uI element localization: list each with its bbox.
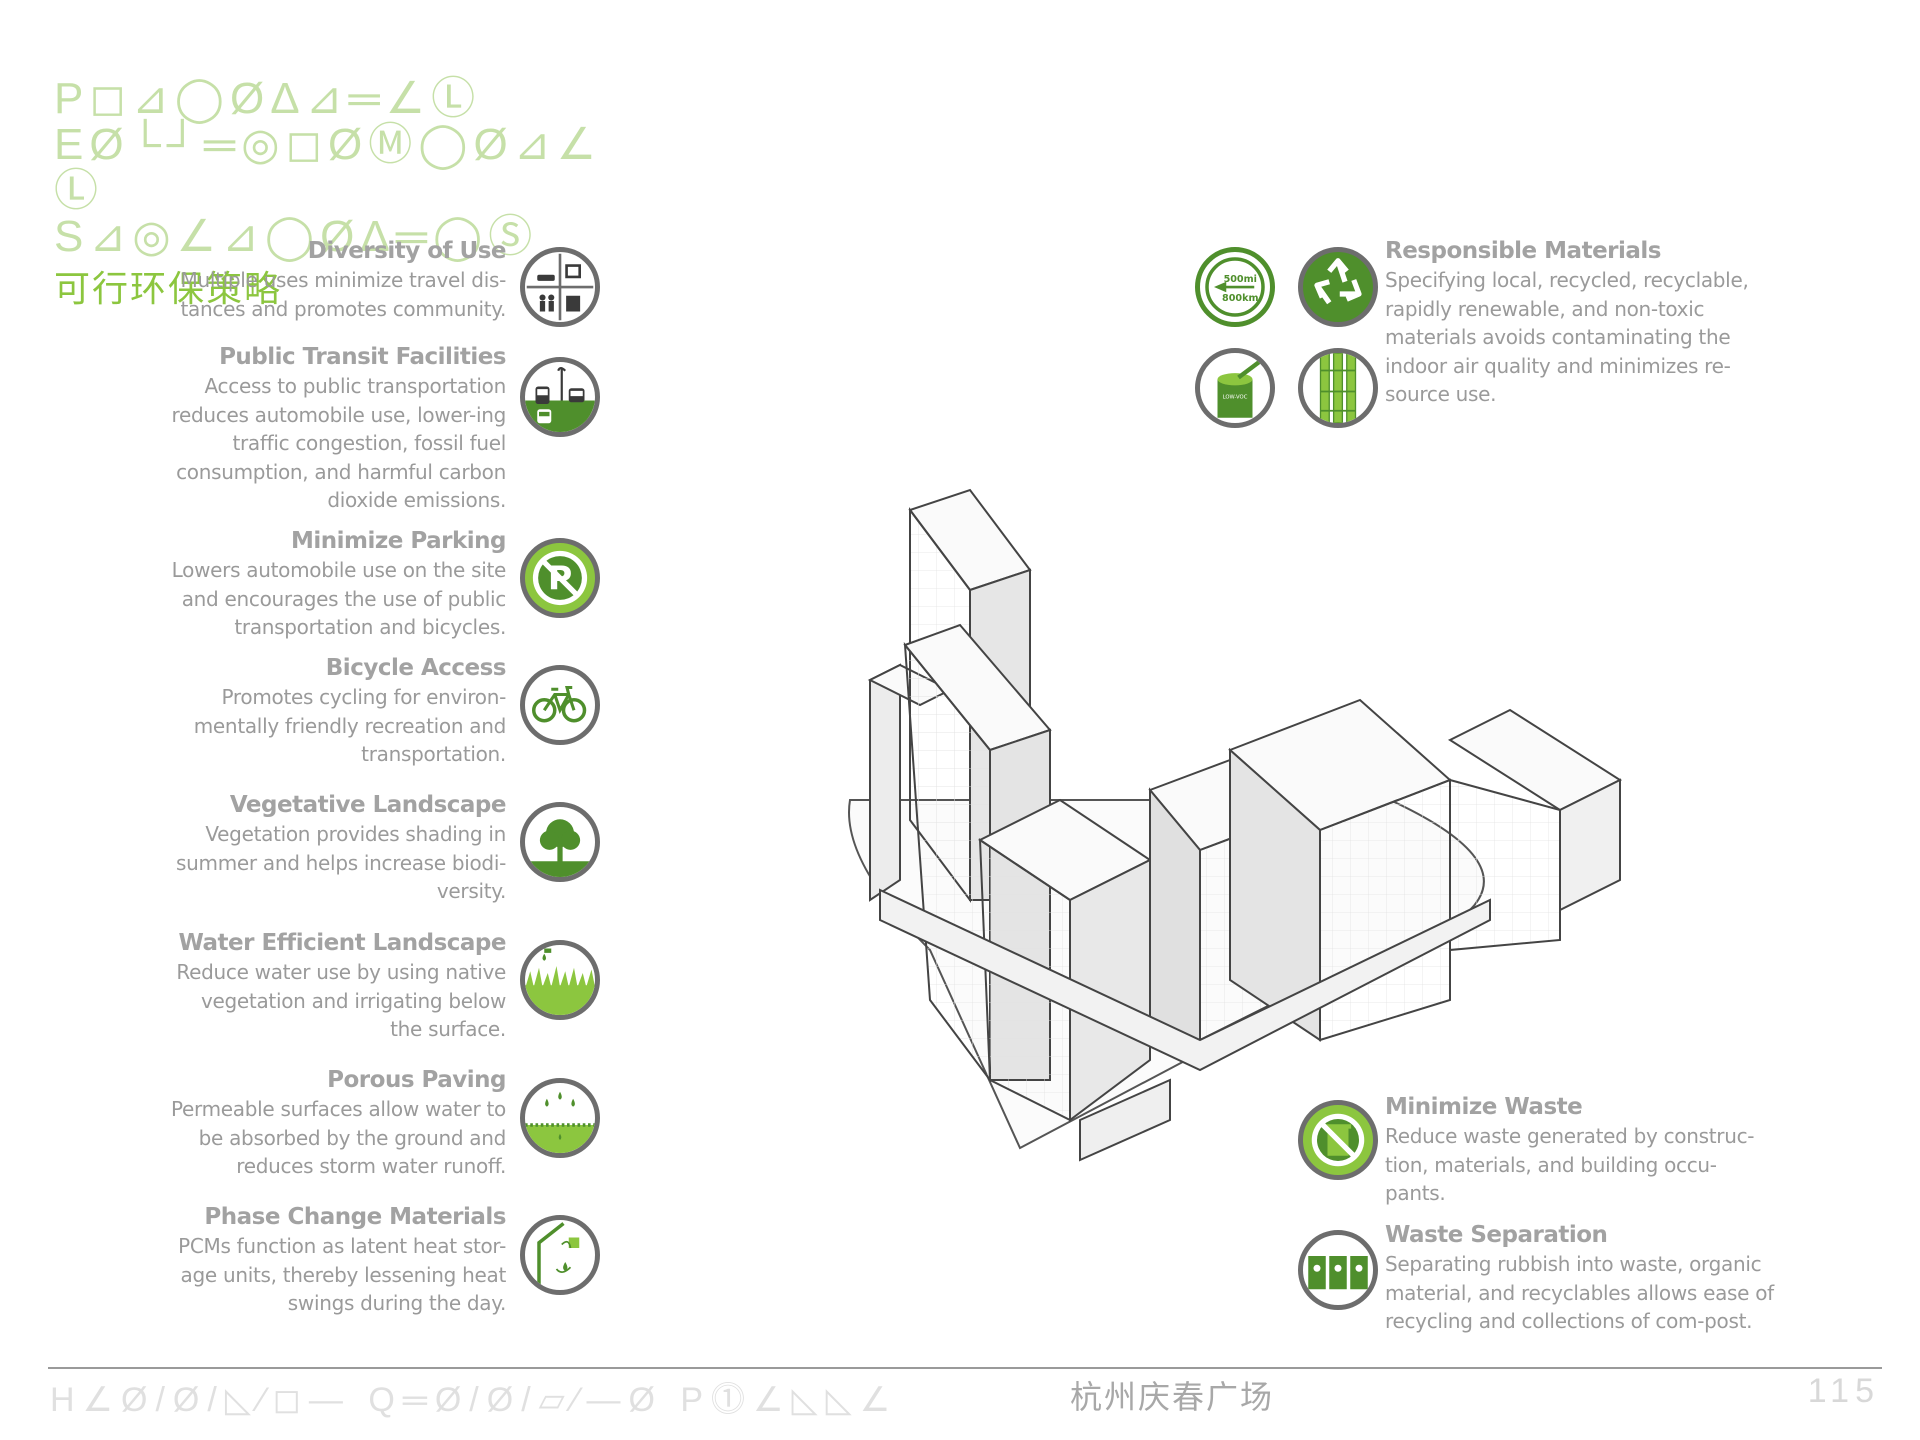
feature-public-transit: Public Transit Facilities Access to publ… xyxy=(168,342,507,515)
feature-desc: Reduce water use by using native vegetat… xyxy=(176,960,506,1041)
page-number: 115 xyxy=(1807,1372,1880,1410)
feature-desc: Vegetation provides shading in summer an… xyxy=(176,822,506,903)
feature-desc: Reduce waste generated by construc-tion,… xyxy=(1385,1124,1755,1205)
title-chinese: 可行环保策略 xyxy=(54,268,283,309)
feature-title: Vegetative Landscape xyxy=(229,792,507,818)
feature-title: Porous Paving xyxy=(327,1067,506,1093)
low-voc-paint-icon: LOW-VOC xyxy=(1195,348,1275,428)
transit-icon xyxy=(520,357,600,437)
feature-phase-change-materials: Phase Change Materials PCMs function as … xyxy=(168,1202,506,1318)
feature-waste-separation: Waste Separation Separating rubbish into… xyxy=(1385,1220,1775,1336)
feature-vegetative-landscape: Vegetative Landscape Vegetation provides… xyxy=(168,790,506,906)
building-model xyxy=(810,480,1650,1180)
feature-minimize-parking: Minimize Parking Lowers automobile use o… xyxy=(168,526,507,642)
no-trash-icon xyxy=(1298,1100,1378,1180)
title-line: EØ└┘═◎◻ØⓂ◯Ø⊿∠ xyxy=(54,120,603,169)
page-title: P◻⊿◯ØΔ⊿═∠Ⓛ EØ└┘═◎◻ØⓂ◯Ø⊿∠ Ⓛ S⊿◎∠⊿◯ØΔ═◯Ⓢ 可… xyxy=(54,74,603,312)
porous-paving-icon xyxy=(520,1078,600,1158)
feature-desc: Permeable surfaces allow water to be abs… xyxy=(170,1097,506,1178)
feature-title: Water Efficient Landscape xyxy=(178,930,506,956)
feature-title: Phase Change Materials xyxy=(204,1204,506,1230)
feature-title: Waste Separation xyxy=(1385,1222,1608,1248)
feature-desc: PCMs function as latent heat stor-age un… xyxy=(178,1234,506,1315)
feature-title: Public Transit Facilities xyxy=(219,344,506,370)
bicycle-icon xyxy=(520,665,600,745)
footer-project-name: H∠Ø/Ø/◺⁄◻— Q═Ø/Ø/▱⁄—Ø P⓵∠◺◺∠ xyxy=(50,1381,899,1419)
feature-desc: Separating rubbish into waste, organic m… xyxy=(1385,1252,1774,1333)
grass-water-icon xyxy=(520,940,600,1020)
local-distance-icon: 500mi 800km xyxy=(1195,247,1275,327)
bins-icon xyxy=(1298,1230,1378,1310)
feature-desc: Access to public transportation reduces … xyxy=(171,374,507,512)
feature-title: Responsible Materials xyxy=(1385,238,1662,264)
mixed-use-icon xyxy=(520,247,600,327)
paint-label: LOW-VOC xyxy=(1223,395,1248,401)
phase-change-icon xyxy=(520,1215,600,1295)
feature-water-efficient-landscape: Water Efficient Landscape Reduce water u… xyxy=(168,928,506,1044)
feature-desc: Lowers automobile use on the site and en… xyxy=(171,558,507,639)
title-line: S⊿◎∠⊿◯ØΔ═◯Ⓢ xyxy=(54,212,539,261)
feature-desc: Specifying local, recycled, recyclable, … xyxy=(1385,268,1749,406)
feature-minimize-waste: Minimize Waste Reduce waste generated by… xyxy=(1385,1092,1775,1208)
feature-title: Diversity of Use xyxy=(307,238,507,264)
feature-title: Bicycle Access xyxy=(325,655,507,681)
bamboo-icon xyxy=(1298,348,1378,428)
title-line: P◻⊿◯ØΔ⊿═∠Ⓛ xyxy=(54,74,482,123)
feature-bicycle-access: Bicycle Access Promotes cycling for envi… xyxy=(168,653,507,769)
distance-bottom-label: 800km xyxy=(1222,293,1258,304)
footer-project-name-chinese: 杭州庆春广场 xyxy=(1070,1379,1275,1415)
feature-desc: Multiple uses minimize travel dis-tances… xyxy=(180,268,506,321)
feature-porous-paving: Porous Paving Permeable surfaces allow w… xyxy=(168,1065,507,1181)
feature-desc: Promotes cycling for environ-mentally fr… xyxy=(193,685,507,766)
distance-top-label: 500mi xyxy=(1224,274,1257,285)
feature-diversity-of-use: Diversity of Use Multiple uses minimize … xyxy=(168,236,506,323)
recycle-icon xyxy=(1298,247,1378,327)
no-parking-icon: P xyxy=(520,538,600,618)
tree-icon xyxy=(520,802,600,882)
feature-title: Minimize Waste xyxy=(1385,1094,1583,1120)
feature-responsible-materials: Responsible Materials Specifying local, … xyxy=(1385,236,1775,409)
footer-divider xyxy=(48,1367,1882,1369)
title-line: Ⓛ xyxy=(54,166,104,215)
feature-title: Minimize Parking xyxy=(291,528,507,554)
